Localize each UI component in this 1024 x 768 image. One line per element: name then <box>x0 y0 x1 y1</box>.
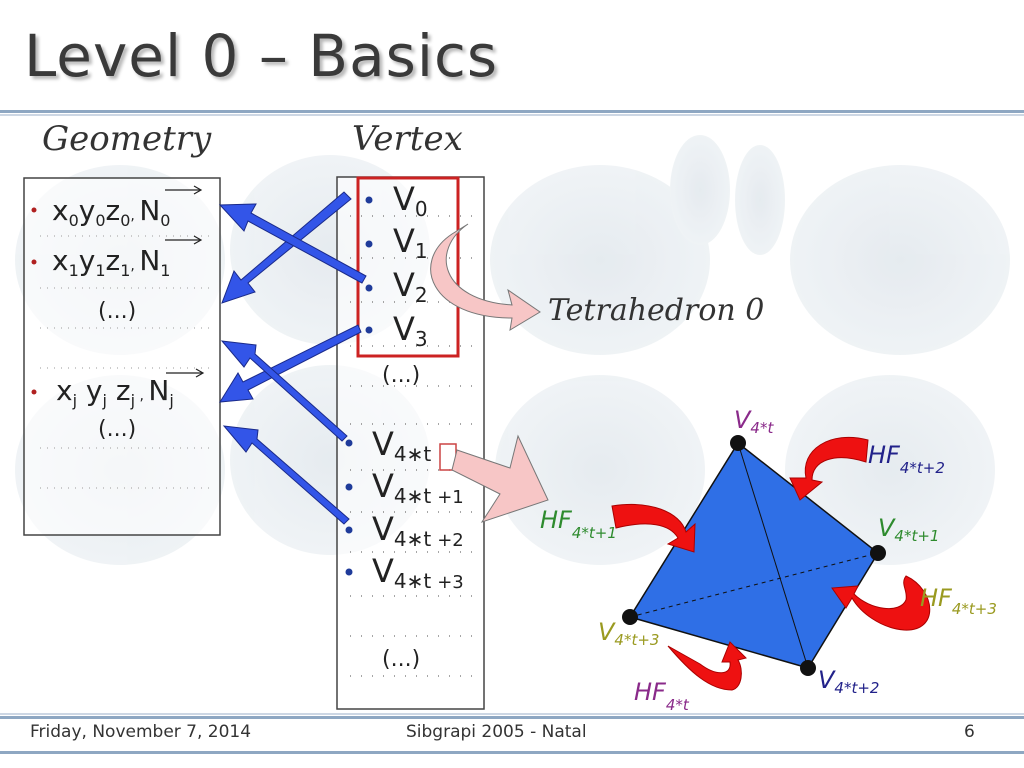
geometry-ellipsis-2: (...) <box>98 417 136 442</box>
tetrahedron <box>622 435 886 676</box>
label-v4t3: V4*t+3 <box>598 618 659 649</box>
geometry-ellipsis-1: (...) <box>98 299 136 324</box>
geometry-label: Geometry <box>42 119 212 159</box>
tetrahedron0-frame <box>356 176 460 358</box>
tetrahedron-label: Tetrahedron 0 <box>548 293 764 328</box>
label-hf4t2: HF4*t+2 <box>868 441 945 477</box>
title-rule-light <box>0 114 1024 116</box>
label-v4t: V4*t <box>734 406 774 437</box>
slide-title: Level 0 – Basics <box>24 22 499 90</box>
vertex-list: V0 V1 V2 V3 V4∗t V4∗t+1 V4∗t+2 V4∗t+3 (.… <box>336 176 485 710</box>
reference-arrows <box>218 191 367 525</box>
label-v4t2: V4*t+2 <box>818 666 879 697</box>
footer-date: Friday, November 7, 2014 <box>30 722 252 742</box>
vertex-ellipsis-1: (...) <box>382 363 420 388</box>
title-rule <box>0 110 1024 113</box>
svg-text:xj yj zj , Nj: xj yj zj , Nj <box>56 374 174 410</box>
geometry-list: x0y0z0, N0 x1y1z1, N1 (...) xj yj zj , N… <box>23 177 221 536</box>
vertex-ellipsis-2: (...) <box>382 647 420 672</box>
tetrahedron0-arrow <box>430 223 541 331</box>
halfface-arrows <box>611 436 931 691</box>
vertex-label: Vertex <box>352 119 463 159</box>
geometry-row-j: xj yj zj , Nj <box>31 368 205 410</box>
footer-conference: Sibgrapi 2005 - Natal <box>406 722 587 742</box>
label-hf4t3: HF4*t+3 <box>920 584 997 618</box>
vertex-v1: V1 <box>393 222 428 263</box>
footer-rule <box>0 716 1024 719</box>
footer-page-number: 6 <box>964 722 975 742</box>
label-hf4t: HF4*t <box>634 678 690 714</box>
tetrahedron-t-arrow <box>451 434 549 523</box>
footer-rule-light <box>0 713 1024 715</box>
label-hf4t1: HF4*t+1 <box>540 506 617 542</box>
label-v4t1: V4*t+1 <box>878 514 939 545</box>
vertex-v2: V2 <box>393 266 428 307</box>
footer-rule-bottom <box>0 751 1024 754</box>
